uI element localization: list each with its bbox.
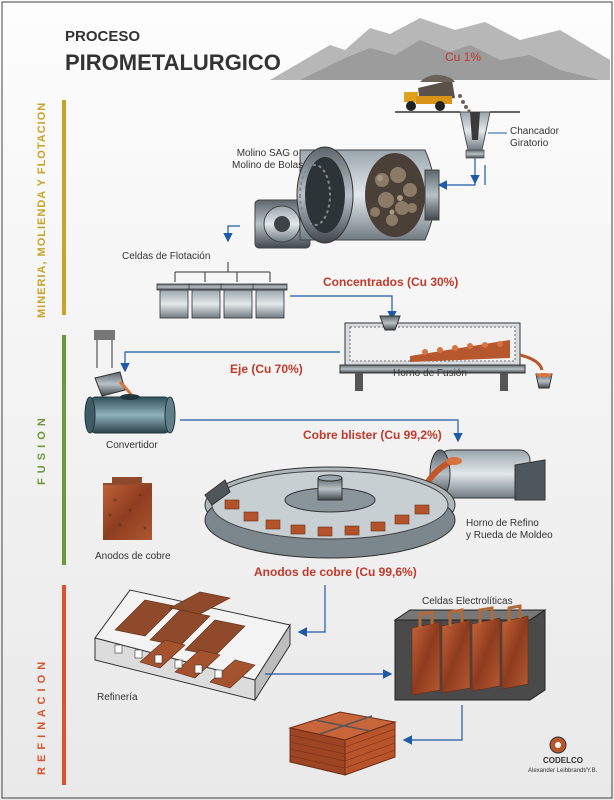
codelco-logo [549,736,567,754]
label-flotation-cells: Celdas de Flotación [122,251,211,262]
copper-cathode-stack-icon [288,711,397,776]
copper-anode-icon [103,477,152,540]
stage-label-mining: MINERIA, MOLIENDA Y FLOTACION [36,101,48,318]
converter-icon [84,330,176,434]
electrolytic-cells-icon [393,604,547,701]
label-blister: Cobre blister (Cu 99,2%) [303,428,442,442]
label-concentrates: Concentrados (Cu 30%) [323,275,459,289]
mountain-illustration [270,18,610,80]
flotation-cells-icon [156,262,288,319]
label-matte: Eje (Cu 70%) [230,362,303,376]
label-converter: Convertidor [106,440,158,451]
stage-bar-refining [62,585,66,785]
logo-text: CODELCO [543,756,583,765]
label-smelting-furnace: Horno de Fusión [393,368,467,379]
stage-label-refining: R E F I N A C I O N [36,660,48,775]
stage-label-fusion: F U S I O N [36,417,48,485]
label-crusher: Chancador Giratorio [510,126,559,149]
label-electrolytic-cells: Celdas Electrolíticas [422,596,513,607]
refining-furnace-casting-wheel-icon [204,449,546,559]
stage-bar-mining [62,100,66,315]
label-mill: Molino SAG o Molino de Bolas [232,148,304,171]
label-refinery: Refinería [97,692,138,703]
mining-truck-icon [404,74,455,111]
title-line-1: PROCESO [65,28,141,45]
label-cu-ore: Cu 1% [445,50,482,64]
label-anodes-big: Anodos de cobre (Cu 99,6%) [254,565,417,579]
stage-bar-fusion [62,335,66,565]
label-anodes-small: Anodos de cobre [95,551,171,562]
gyratory-crusher-icon [459,111,507,159]
title-line-2: PIROMETALURGICO [65,50,281,75]
sag-mill-icon [254,146,440,249]
smelting-furnace-icon [339,315,553,391]
refinery-building-icon [94,589,291,702]
credit-text: Alexander Leibbrandt/Y.B. [528,768,598,774]
label-refining-furnace: Horno de Refino y Rueda de Moldeo [466,518,553,541]
